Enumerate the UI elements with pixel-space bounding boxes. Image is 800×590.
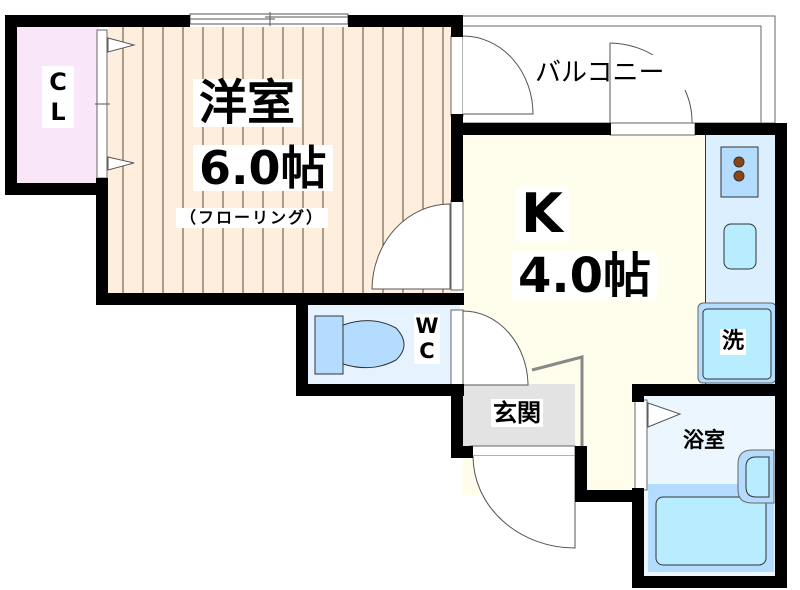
wall-toilet-left <box>296 293 308 396</box>
wall-west-left <box>96 178 108 305</box>
wall-west-bottom <box>96 293 464 305</box>
balcony-label: バルコニー <box>535 58 665 88</box>
wall-bottom <box>632 576 787 588</box>
western-room-flooring: （フローリング） <box>176 208 329 228</box>
closet-label-line2: L <box>50 98 66 126</box>
western-room-name: 洋室 <box>193 79 302 127</box>
wall-entrance-left <box>451 384 463 456</box>
toilet-label-line1: W <box>415 314 439 338</box>
wall-west-right-top <box>451 15 463 37</box>
wall-top-right <box>348 15 463 27</box>
closet-label: C L <box>42 66 74 128</box>
wall-washer-bottom <box>632 384 787 396</box>
kitchen-name: K <box>515 187 569 241</box>
wall-closet-bottom <box>5 183 108 195</box>
wall-entrance-right <box>575 446 587 502</box>
wall-kitchen-top-left <box>451 123 611 135</box>
wall-toilet-bottom <box>296 384 464 396</box>
kitchen-size: 4.0帖 <box>512 252 658 300</box>
bathroom-label: 浴室 <box>683 428 725 452</box>
wall-right <box>775 123 787 588</box>
western-room-size: 6.0帖 <box>193 145 333 191</box>
wall-kitchen-top-right <box>695 123 787 135</box>
toilet-label-line2: C <box>419 339 435 363</box>
entrance-label: 玄関 <box>491 399 543 427</box>
wall-entrance-bottom-left <box>451 446 473 458</box>
wall-bath-left-bottom <box>632 488 644 588</box>
wall-bath-left-top <box>632 384 644 402</box>
washer-label: 洗 <box>720 329 747 355</box>
wall-west-right-mid <box>451 114 463 202</box>
closet-label-line1: C <box>49 68 67 96</box>
wall-top-left <box>5 15 190 27</box>
wall-kitchen-bottom <box>575 490 644 502</box>
wall-closet-left <box>5 15 17 195</box>
toilet-label: W C <box>414 314 440 364</box>
